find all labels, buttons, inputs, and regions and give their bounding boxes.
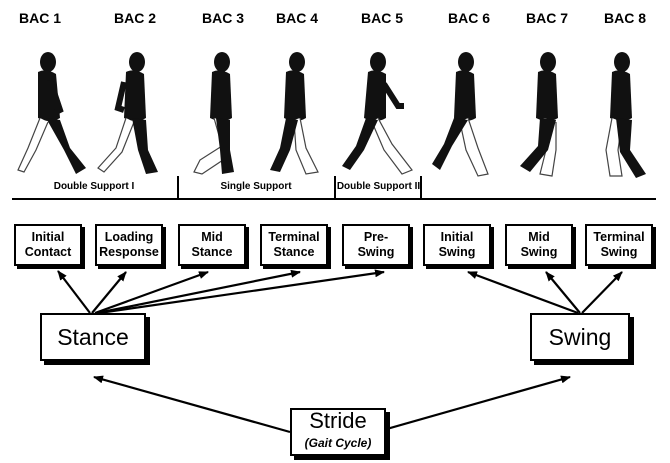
walking-figure-1 bbox=[17, 52, 86, 174]
subphase-box-loading-response: Loading Response bbox=[95, 224, 163, 266]
subphase-box-terminal-stance: Terminal Stance bbox=[260, 224, 328, 266]
phase-label-single-support: Single Support bbox=[220, 181, 292, 192]
swing-box: Swing bbox=[530, 313, 630, 361]
bac-label-6: BAC 6 bbox=[447, 10, 490, 26]
stride-sublabel: (Gait Cycle) bbox=[304, 436, 372, 450]
walking-figure-4 bbox=[270, 52, 319, 175]
phase-label-double-support-1: Double Support I bbox=[53, 181, 135, 192]
bac-label-4: BAC 4 bbox=[275, 10, 318, 26]
subphase-box-mid-swing: Mid Swing bbox=[505, 224, 573, 266]
stride-label: Stride bbox=[309, 408, 367, 433]
walking-figure-7 bbox=[520, 52, 558, 177]
subphase-box-initial-swing: Initial Swing bbox=[423, 224, 491, 266]
subphase-box-pre-swing: Pre- Swing bbox=[342, 224, 410, 266]
bac-label-2: BAC 2 bbox=[113, 10, 156, 26]
walking-figure-2 bbox=[97, 52, 158, 174]
stride-arrows bbox=[93, 375, 571, 434]
subphase-box-mid-stance: Mid Stance bbox=[178, 224, 246, 266]
stance-label: Stance bbox=[57, 323, 129, 350]
walking-figure-6 bbox=[432, 52, 489, 177]
walking-figure-3 bbox=[193, 52, 234, 175]
bac-label-8: BAC 8 bbox=[603, 10, 646, 26]
stride-box: Stride (Gait Cycle) bbox=[290, 408, 386, 456]
walking-figure-5 bbox=[342, 52, 413, 175]
subphase-box-initial-contact: Initial Contact bbox=[14, 224, 82, 266]
swing-label: Swing bbox=[548, 323, 612, 350]
bac-label-1: BAC 1 bbox=[18, 10, 61, 26]
subphase-box-terminal-swing: Terminal Swing bbox=[585, 224, 653, 266]
bac-label-5: BAC 5 bbox=[360, 10, 403, 26]
bac-label-3: BAC 3 bbox=[201, 10, 244, 26]
swing-arrows bbox=[467, 270, 623, 315]
walking-figure-8 bbox=[605, 52, 646, 178]
stance-arrows bbox=[57, 269, 385, 315]
bac-label-7: BAC 7 bbox=[525, 10, 568, 26]
phase-label-double-support-2: Double Support II bbox=[336, 181, 421, 192]
stance-box: Stance bbox=[40, 313, 146, 361]
